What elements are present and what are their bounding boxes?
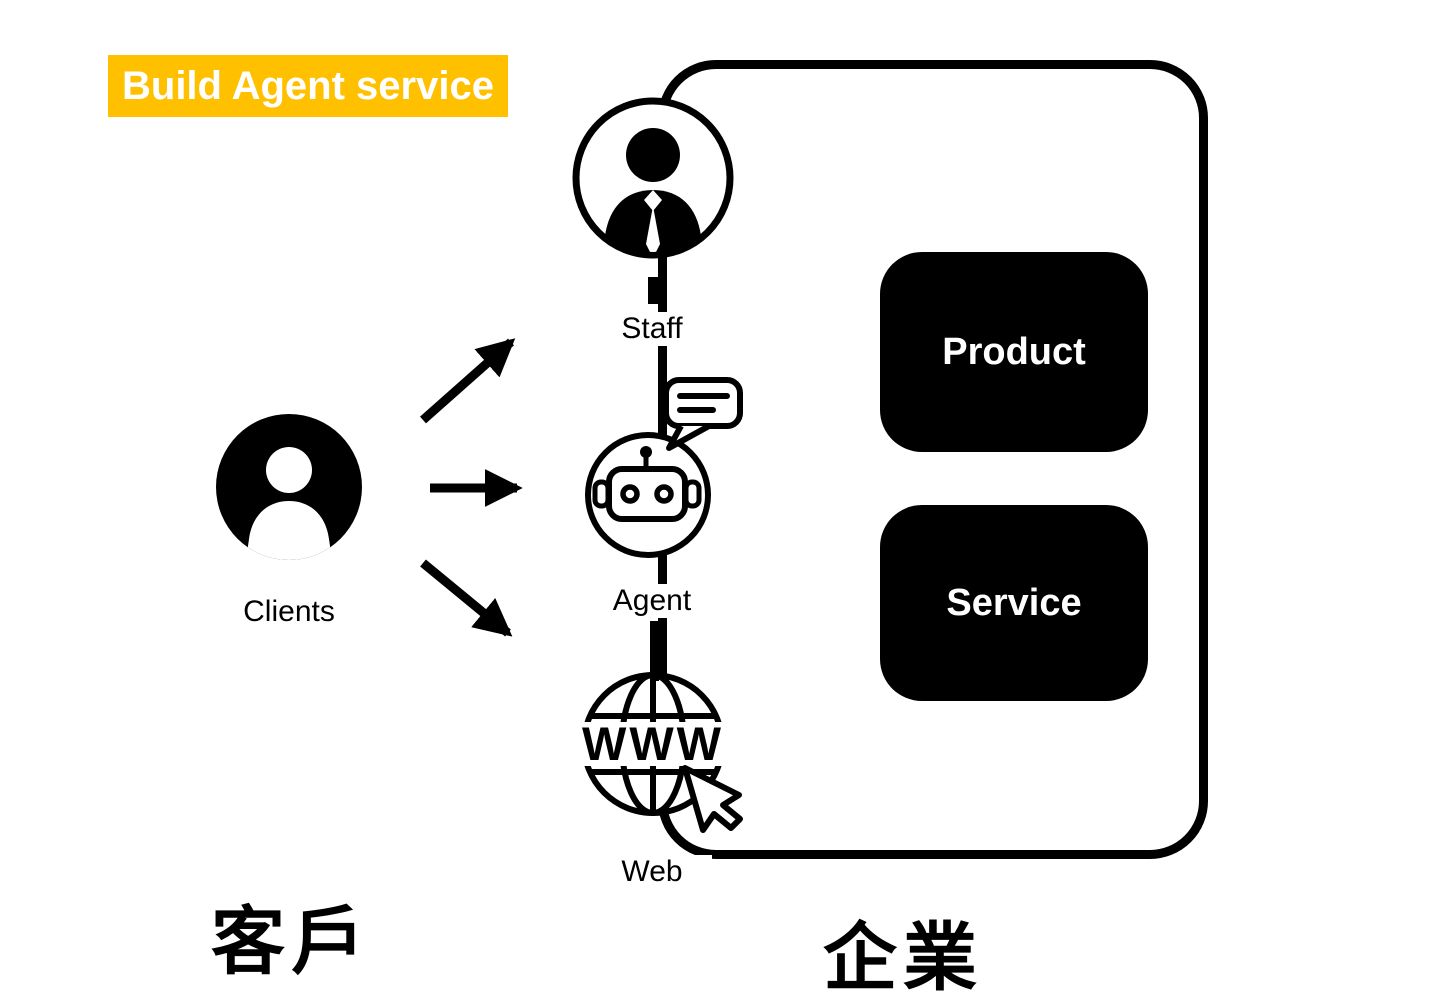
service-box: Service bbox=[880, 505, 1148, 701]
product-label: Product bbox=[942, 330, 1086, 373]
clients-avatar-icon bbox=[216, 414, 362, 560]
cursor-icon bbox=[682, 765, 743, 833]
enterprise-group-label: 企業 bbox=[823, 916, 983, 996]
clients-group-label: 客戶 bbox=[211, 900, 371, 983]
arrow-to-staff bbox=[420, 338, 516, 424]
staff-icon bbox=[572, 97, 734, 259]
agent-web-connector-line bbox=[650, 621, 659, 681]
tie-body bbox=[646, 206, 660, 252]
agent-label: Agent bbox=[592, 584, 712, 618]
tie-knot bbox=[644, 190, 662, 211]
title-banner: Build Agent service bbox=[108, 55, 508, 117]
web-label: Web bbox=[592, 855, 712, 889]
speech-bubble-icon bbox=[663, 377, 743, 451]
staff-connector-line bbox=[648, 277, 658, 304]
web-globe-icon: WWW bbox=[565, 672, 755, 833]
flow-arrows bbox=[420, 338, 523, 637]
www-text: WWW bbox=[582, 717, 724, 770]
clients-label: Clients bbox=[243, 595, 335, 628]
arrow-to-web bbox=[420, 559, 513, 637]
service-label: Service bbox=[946, 581, 1082, 624]
staff-label: Staff bbox=[592, 312, 712, 346]
product-box: Product bbox=[880, 252, 1148, 452]
agent-robot-icon bbox=[585, 377, 743, 558]
